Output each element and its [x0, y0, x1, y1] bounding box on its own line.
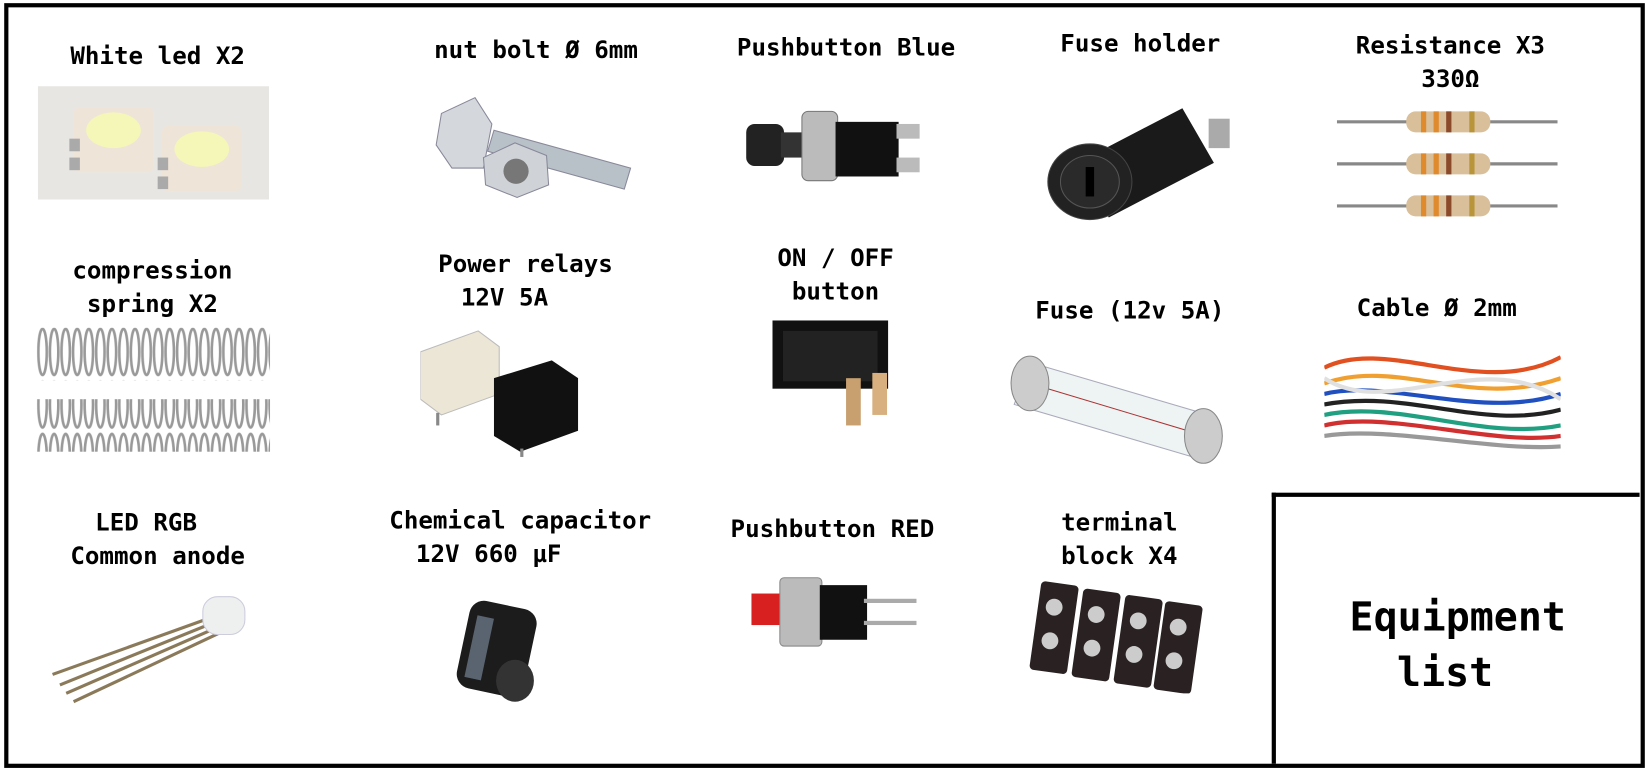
- label-line: Fuse holder: [1060, 30, 1221, 58]
- item-label-resistance: Resistance X3 330Ω: [1282, 29, 1618, 96]
- label-line: terminal: [1061, 509, 1178, 537]
- item-label-fuse-holder: Fuse holder: [972, 27, 1308, 61]
- label-line: ON / OFF: [777, 244, 894, 273]
- pushbutton-black-icon: [741, 92, 951, 202]
- label-line: 12V 660 µF: [415, 541, 562, 569]
- label-line: Common anode: [70, 543, 245, 571]
- spring-icon: [36, 326, 271, 457]
- item-label-relay: Power relays 12V 5A: [357, 248, 693, 315]
- label-line: Resistance X3: [1355, 32, 1545, 60]
- item-label-on-off: ON / OFF button: [667, 242, 1003, 309]
- label-line: compression: [72, 257, 233, 285]
- item-label-terminal-block: terminal block X4: [951, 506, 1287, 573]
- relay-icon: [420, 320, 588, 457]
- fuse-holder-icon: [1046, 100, 1251, 221]
- pushbutton-red-icon: [746, 573, 925, 652]
- glass-fuse-icon: [1009, 352, 1235, 468]
- label-line: nut bolt Ø 6mm: [434, 36, 638, 65]
- cable-icon: [1324, 336, 1561, 452]
- label-line: Fuse (12v 5A): [1035, 297, 1225, 325]
- rgb-led-icon: [47, 588, 268, 704]
- label-line: button: [791, 278, 880, 306]
- item-label-nut-bolt: nut bolt Ø 6mm: [368, 34, 704, 68]
- label-line: Cable Ø 2mm: [1356, 295, 1517, 323]
- outer-frame: [4, 3, 1645, 768]
- item-label-cable: Cable Ø 2mm: [1269, 292, 1605, 326]
- smd-white-led-icon: [37, 86, 270, 200]
- item-label-pushbutton-blue: Pushbutton Blue: [678, 32, 1014, 66]
- label-line: block X4: [1061, 543, 1178, 571]
- label-line: Pushbutton RED: [730, 515, 935, 544]
- item-label-rgb-led: LED RGB Common anode: [0, 506, 326, 573]
- item-label-fuse: Fuse (12v 5A): [962, 294, 1298, 328]
- equipment-list-title-box: Equipment list: [1271, 492, 1640, 764]
- capacitor-icon: [452, 599, 547, 704]
- item-label-spring: compression spring X2: [0, 254, 321, 321]
- title-line-1: Equipment: [1349, 593, 1566, 640]
- label-line: 12V 5A: [460, 284, 549, 312]
- item-label-capacitor: Chemical capacitor 12V 660 µF: [352, 504, 688, 571]
- label-line: spring X2: [86, 290, 218, 319]
- label-line: Power relays: [438, 251, 613, 279]
- title-line-2: list: [1397, 649, 1494, 696]
- label-line: White led X2: [70, 43, 245, 71]
- rocker-switch-icon: [772, 320, 898, 430]
- nut-bolt-icon: [431, 92, 641, 208]
- terminal-block-icon: [1025, 578, 1204, 694]
- item-label-white-led: White led X2: [0, 40, 326, 74]
- label-line: 330Ω: [1421, 66, 1480, 94]
- label-line: LED RGB: [95, 509, 198, 537]
- label-line: Pushbutton Blue: [736, 34, 956, 62]
- label-line: Chemical capacitor: [389, 507, 652, 535]
- item-label-pushbutton-red: Pushbutton RED: [664, 513, 1000, 547]
- resistor-icon: [1336, 107, 1558, 220]
